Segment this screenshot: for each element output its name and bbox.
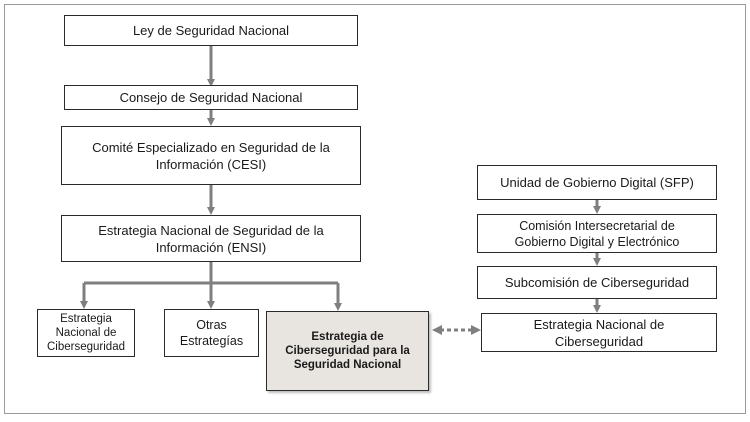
node-otras-estrategias: Otras Estrategías	[164, 309, 259, 357]
node-consejo-seguridad-nacional: Consejo de Seguridad Nacional	[64, 85, 358, 110]
dashed-arrowhead-left	[432, 325, 442, 335]
node-subcomision-ciberseguridad: Subcomisión de Ciberseguridad	[477, 266, 717, 299]
node-enc-left: Estrategia Nacional de Ciberseguridad	[37, 309, 135, 357]
node-unidad-gobierno-digital: Unidad de Gobierno Digital (SFP)	[477, 165, 717, 200]
dashed-arrowhead-right	[471, 325, 481, 335]
node-cesi: Comité Especializado en Seguridad de la …	[61, 126, 361, 185]
node-comision-intersecretarial: Comisión Intersecretarial de Gobierno Di…	[477, 214, 717, 253]
node-ensi: Estrategia Nacional de Seguridad de la I…	[61, 215, 361, 262]
node-ecsn: Estrategia de Ciberseguridad para la Seg…	[266, 311, 429, 391]
diagram-frame	[4, 4, 746, 414]
node-enc-right: Estrategia Nacional de Ciberseguridad	[481, 313, 717, 352]
node-ley-seguridad-nacional: Ley de Seguridad Nacional	[64, 15, 358, 46]
